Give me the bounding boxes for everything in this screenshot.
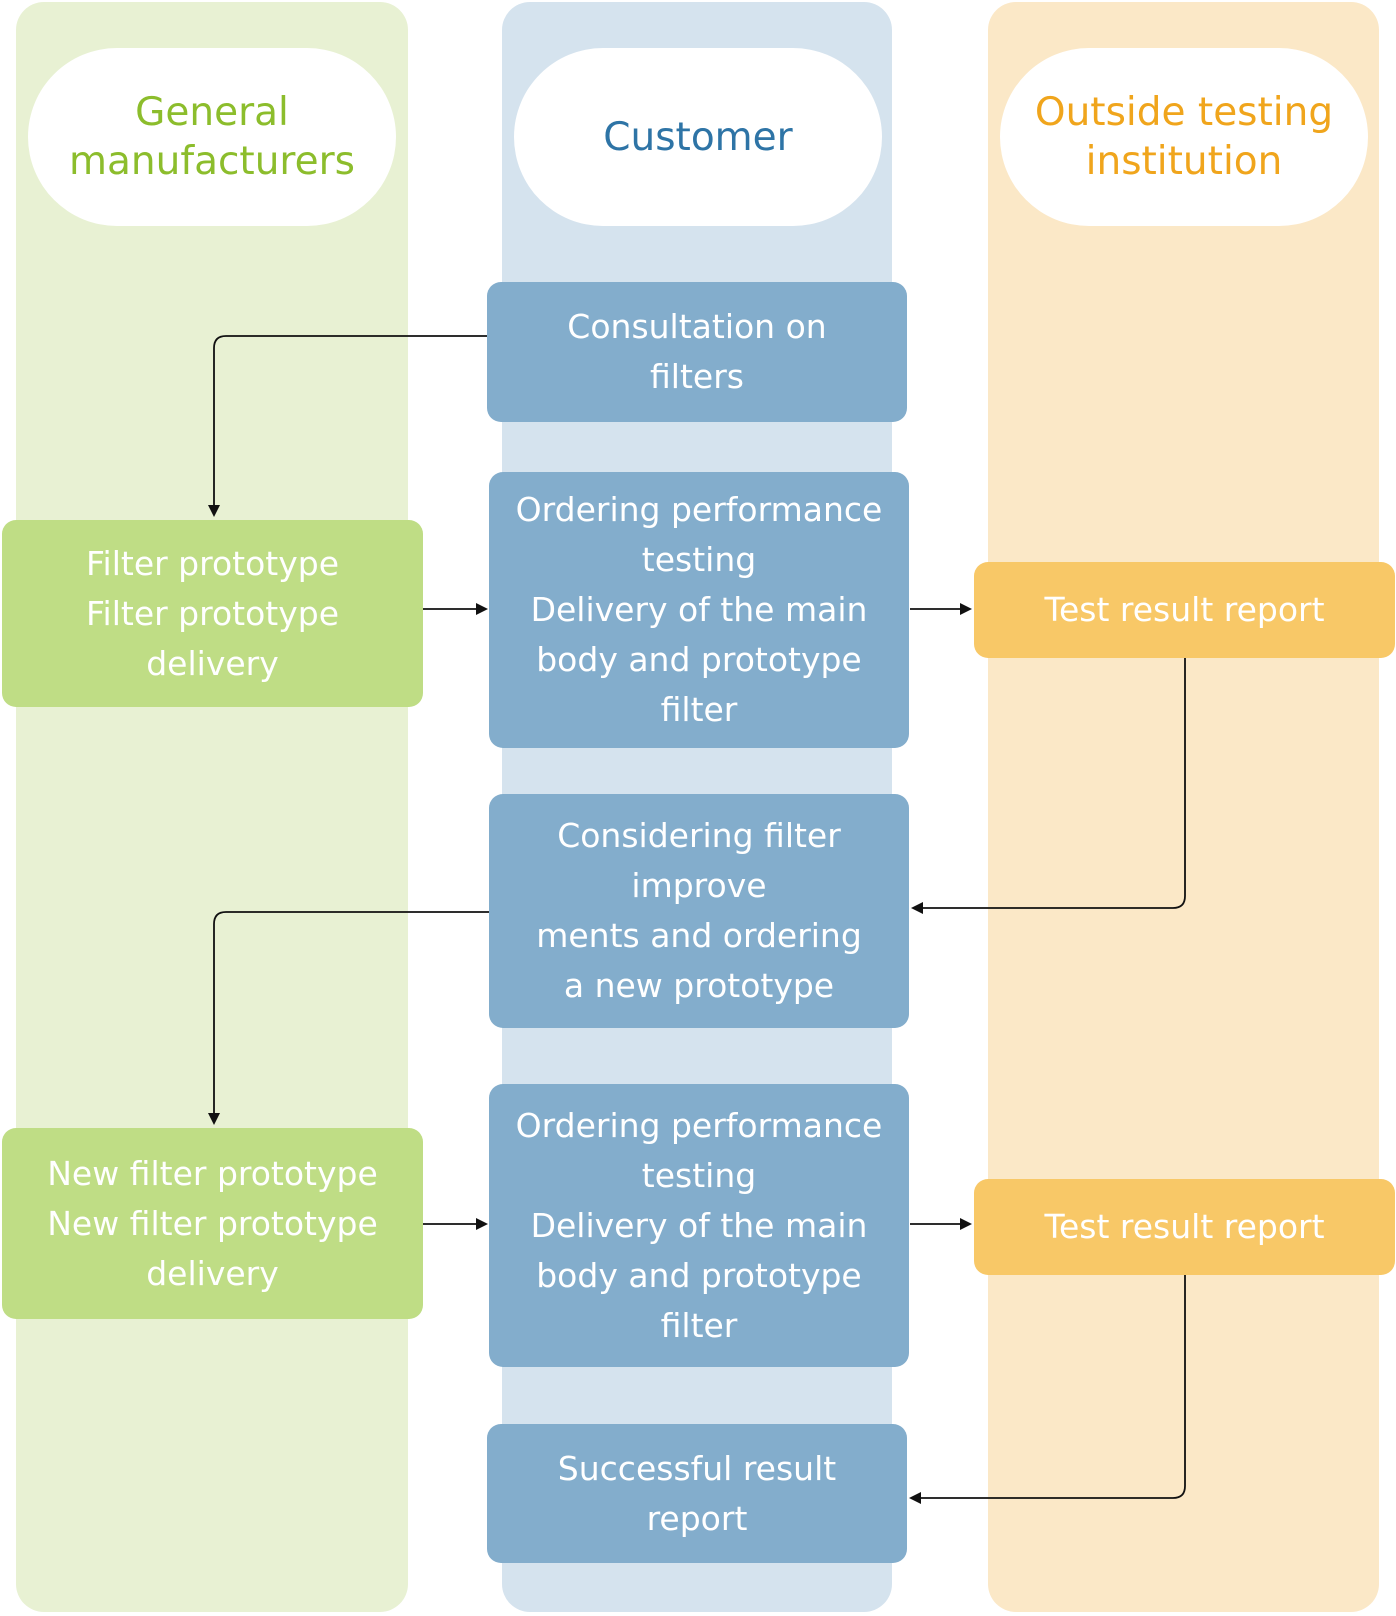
lane-outside-testing xyxy=(988,2,1379,1612)
lane-general-manufacturers xyxy=(16,2,408,1612)
lane-header-manufacturers: General manufacturers xyxy=(28,48,396,226)
step-new-filter-prototype: New filter prototype New filter prototyp… xyxy=(2,1128,423,1319)
step-ordering-performance-testing-1: Ordering performance testing Delivery of… xyxy=(489,472,909,748)
step-ordering-performance-testing-2: Ordering performance testing Delivery of… xyxy=(489,1084,909,1367)
step-test-result-report-2: Test result report xyxy=(974,1179,1395,1275)
step-filter-prototype: Filter prototype Filter prototype delive… xyxy=(2,520,423,707)
step-successful-result-report: Successful result report xyxy=(487,1424,907,1563)
lane-header-customer: Customer xyxy=(514,48,882,226)
step-consultation-on-filters: Consultation on filters xyxy=(487,282,907,422)
lane-header-testing: Outside testing institution xyxy=(1000,48,1368,226)
step-considering-improvements: Considering filter improve ments and ord… xyxy=(489,794,909,1028)
step-test-result-report-1: Test result report xyxy=(974,562,1395,658)
